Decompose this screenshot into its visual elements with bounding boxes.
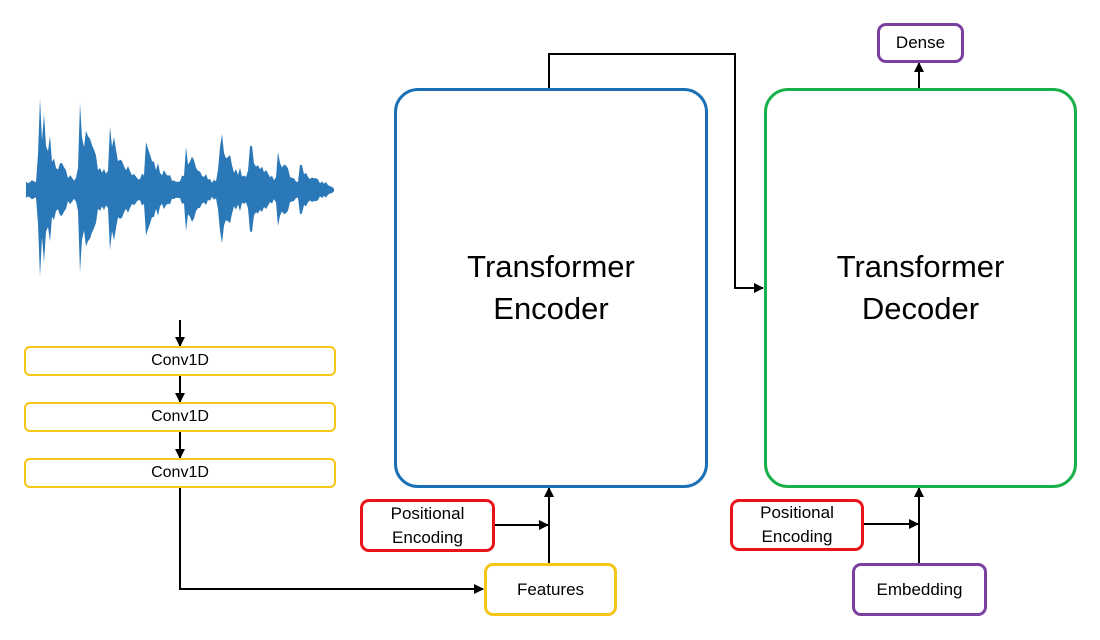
transformer-decoder-block: Transformer Decoder bbox=[764, 88, 1077, 488]
conv1d-label: Conv1D bbox=[151, 464, 209, 481]
conv1d-block-1: Conv1D bbox=[24, 346, 336, 376]
features-box: Features bbox=[484, 563, 617, 616]
decoder-title-line2: Decoder bbox=[861, 291, 980, 326]
conv1d-label: Conv1D bbox=[151, 352, 209, 369]
audio-waveform-icon bbox=[26, 98, 334, 277]
positional-line2: Encoding bbox=[761, 527, 833, 546]
encoder-positional-encoding-box: Positional Encoding bbox=[360, 499, 495, 552]
positional-line1: Positional bbox=[760, 503, 834, 522]
dense-label: Dense bbox=[895, 33, 946, 52]
arrow-encoder-to-decoder bbox=[548, 53, 764, 293]
positional-line2: Encoding bbox=[392, 527, 463, 547]
embedding-label: Embedding bbox=[876, 579, 963, 599]
dense-box: Dense bbox=[877, 23, 964, 63]
positional-line1: Positional bbox=[390, 503, 465, 523]
features-label: Features bbox=[516, 579, 585, 599]
transformer-encoder-block: Transformer Encoder bbox=[394, 88, 708, 488]
decoder-positional-encoding-box: Positional Encoding bbox=[730, 499, 864, 551]
encoder-title-line1: Transformer bbox=[467, 249, 635, 284]
arrow-conv-to-features bbox=[179, 488, 484, 594]
conv1d-label: Conv1D bbox=[151, 408, 209, 425]
conv1d-block-2: Conv1D bbox=[24, 402, 336, 432]
encoder-title-line2: Encoder bbox=[493, 291, 609, 326]
conv1d-block-3: Conv1D bbox=[24, 458, 336, 488]
decoder-title-line1: Transformer bbox=[836, 249, 1005, 284]
embedding-box: Embedding bbox=[852, 563, 987, 616]
